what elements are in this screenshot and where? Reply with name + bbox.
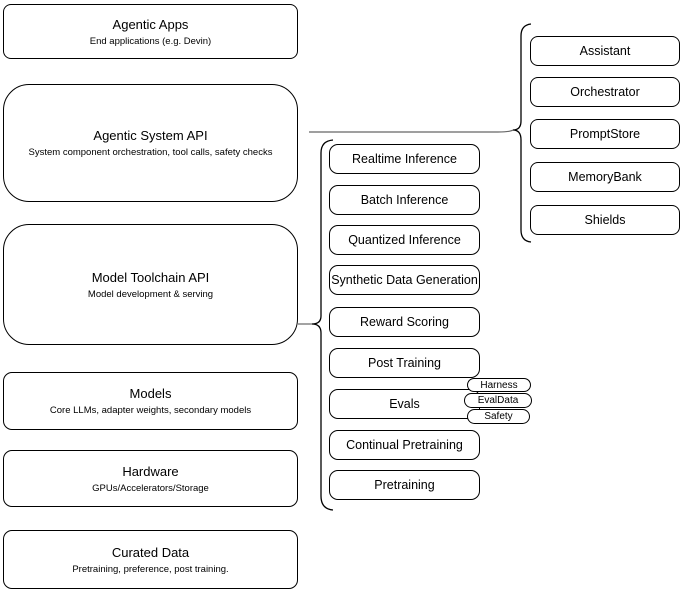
tag-evaldata: EvalData [464, 393, 532, 408]
node-orchestrator: Orchestrator [530, 77, 680, 107]
node-subtitle: Pretraining, preference, post training. [72, 563, 229, 575]
node-hardware: Hardware GPUs/Accelerators/Storage [3, 450, 298, 507]
node-title: Curated Data [111, 544, 190, 560]
node-subtitle: End applications (e.g. Devin) [89, 35, 212, 47]
node-title: Hardware [122, 463, 179, 479]
node-assistant: Assistant [530, 36, 680, 66]
connector-system-api-to-components [309, 129, 514, 133]
node-title: Model Toolchain API [91, 269, 210, 285]
node-title: Models [129, 386, 172, 401]
node-synthetic-data-generation: Synthetic Data Generation [329, 265, 480, 295]
tag-safety: Safety [467, 409, 530, 424]
node-subtitle: GPUs/Accelerators/Storage [92, 482, 209, 494]
node-reward-scoring: Reward Scoring [329, 307, 480, 337]
node-memorybank: MemoryBank [530, 162, 680, 192]
node-continual-pretraining: Continual Pretraining [329, 430, 480, 460]
node-quantized-inference: Quantized Inference [329, 225, 480, 255]
node-title: Agentic System API [93, 128, 208, 143]
node-pretraining: Pretraining [329, 470, 480, 500]
node-subtitle: System component orchestration, tool cal… [28, 147, 273, 158]
tag-harness: Harness [467, 378, 531, 392]
node-agentic-system-api: Agentic System API System component orch… [3, 84, 298, 202]
node-subtitle: Model development & serving [87, 288, 214, 300]
node-realtime-inference: Realtime Inference [329, 144, 480, 174]
node-agentic-apps: Agentic Apps End applications (e.g. Devi… [3, 4, 298, 59]
node-title: Agentic Apps [112, 16, 189, 32]
node-promptstore: PromptStore [530, 119, 680, 149]
node-post-training: Post Training [329, 348, 480, 378]
node-curated-data: Curated Data Pretraining, preference, po… [3, 530, 298, 589]
node-batch-inference: Batch Inference [329, 185, 480, 215]
node-model-toolchain-api: Model Toolchain API Model development & … [3, 224, 298, 345]
node-shields: Shields [530, 205, 680, 235]
system-group-brace [512, 23, 532, 243]
node-models: Models Core LLMs, adapter weights, secon… [3, 372, 298, 430]
node-subtitle: Core LLMs, adapter weights, secondary mo… [49, 405, 252, 416]
node-evals: Evals [329, 389, 480, 419]
